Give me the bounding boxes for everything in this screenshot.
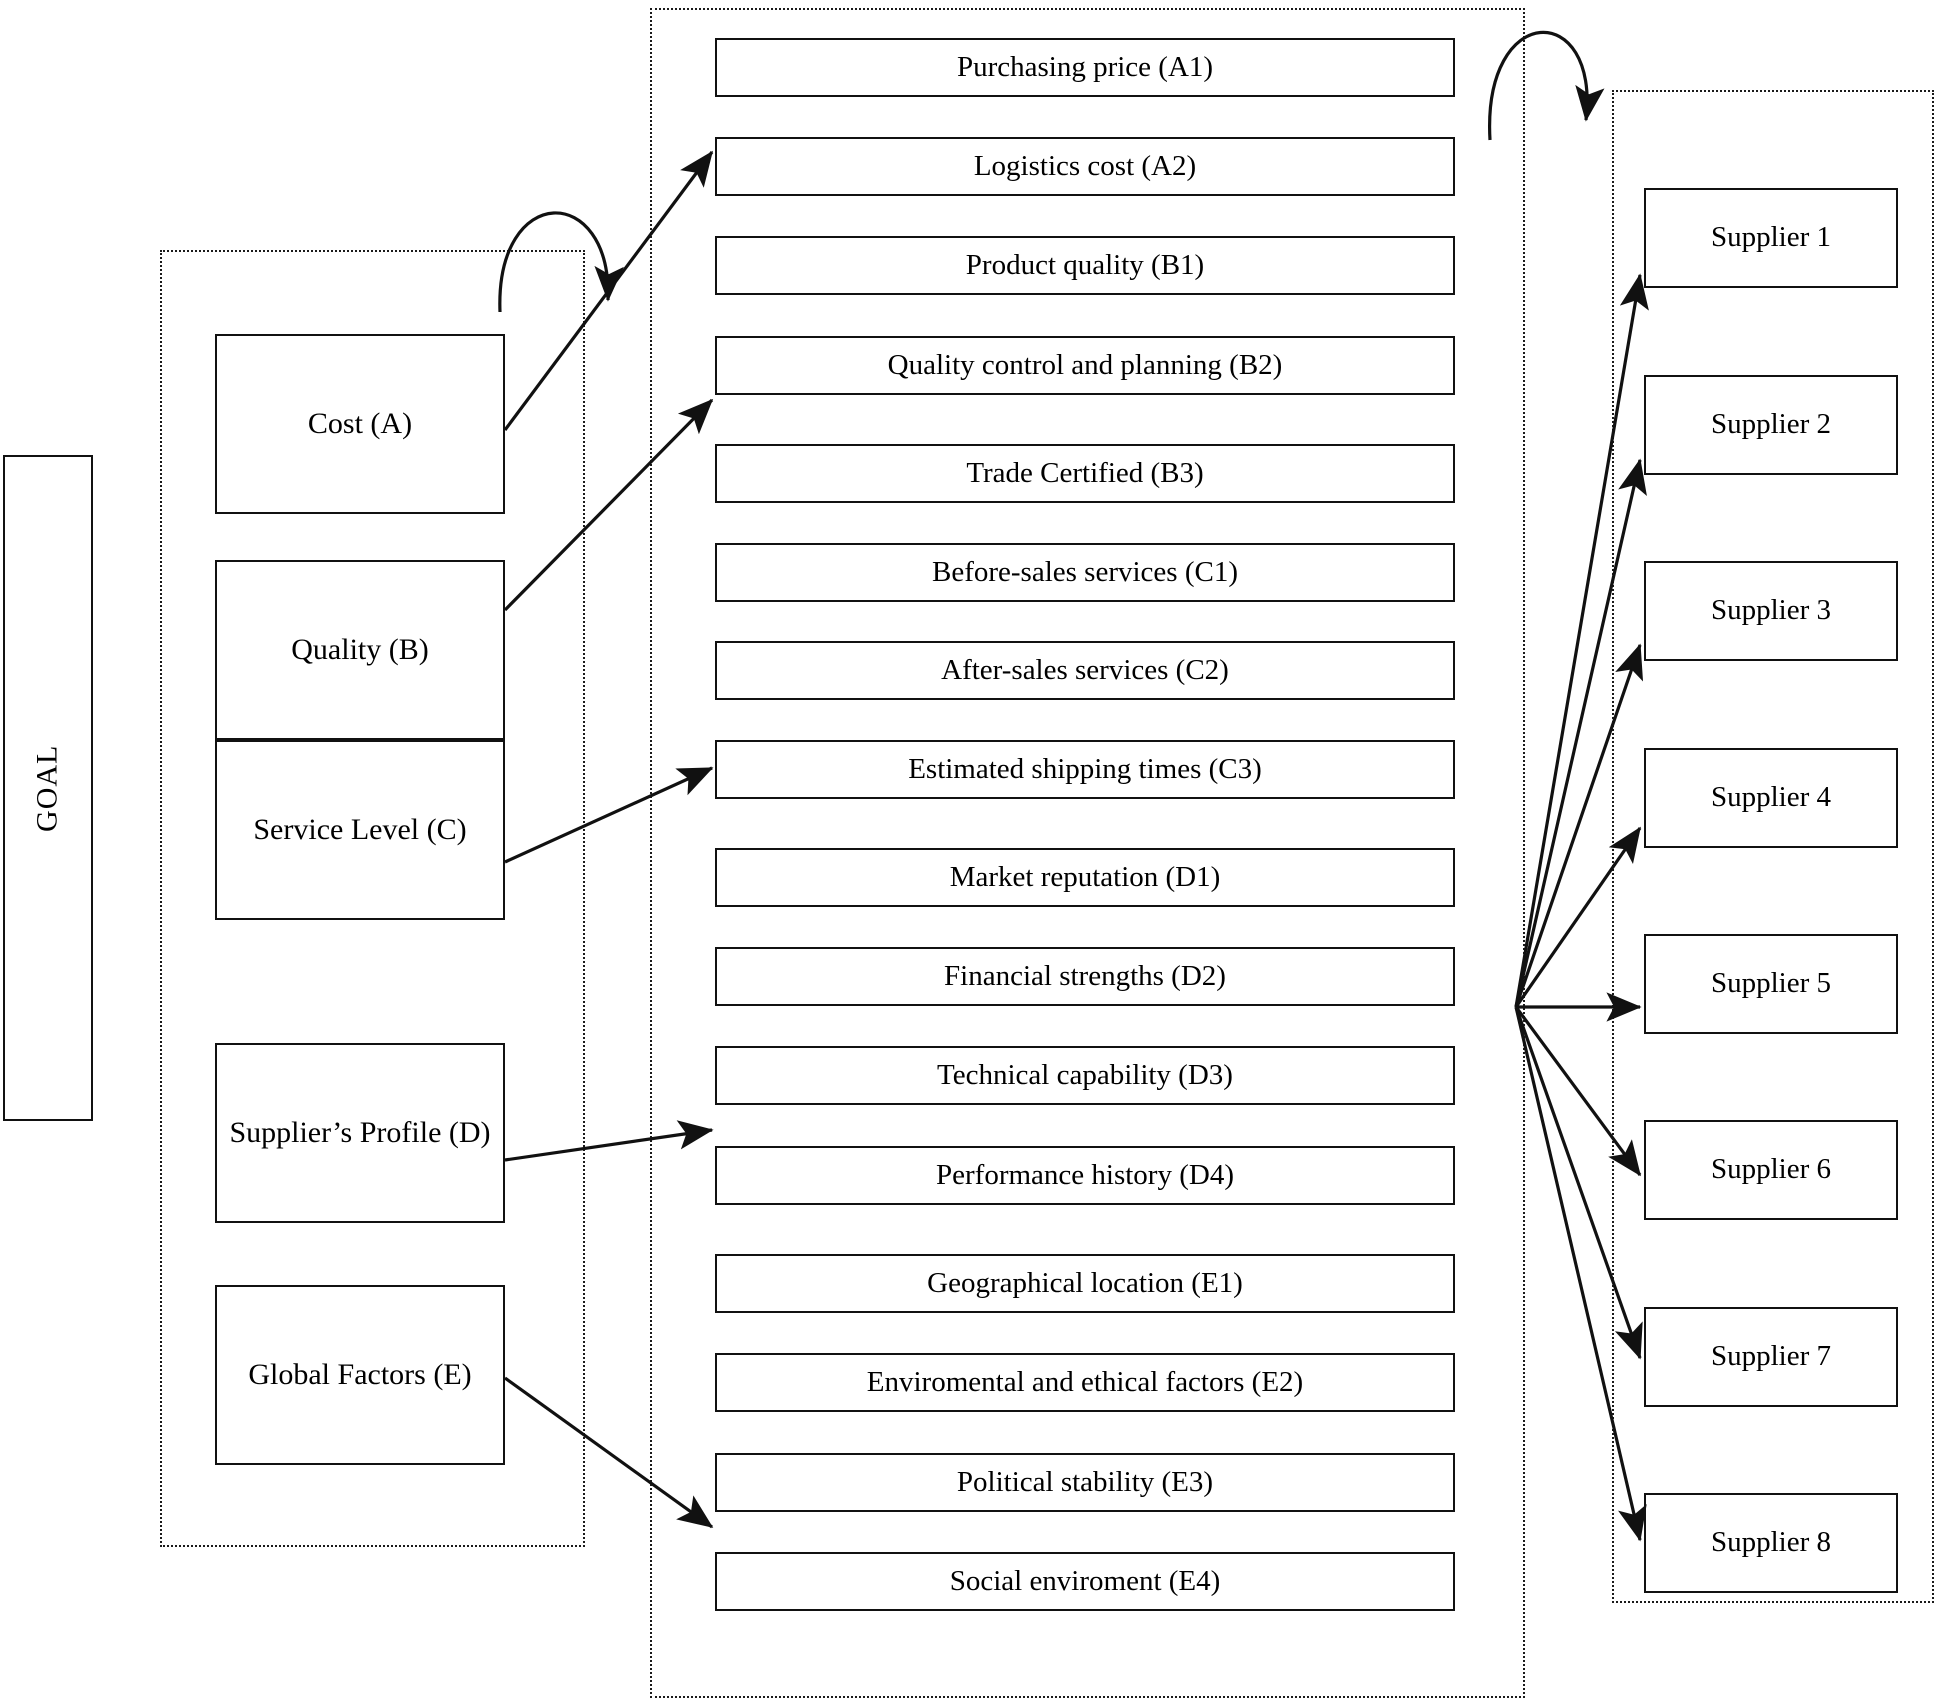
subcriterion-label: Enviromental and ethical factors (E2) <box>866 1365 1304 1398</box>
alternative-label: Supplier 6 <box>1710 1153 1832 1186</box>
alternative-node[interactable]: Supplier 8 <box>1644 1493 1898 1593</box>
subcriterion-label: Quality control and planning (B2) <box>887 348 1283 381</box>
criterion-label: Supplier’s Profile (D) <box>229 1115 491 1149</box>
subcriterion-label: Trade Certified (B3) <box>966 456 1204 489</box>
alternative-node[interactable]: Supplier 4 <box>1644 748 1898 848</box>
subcriterion-label: Purchasing price (A1) <box>956 50 1214 83</box>
criteria-cluster-frame <box>160 250 585 1547</box>
subcriterion-node[interactable]: Social enviroment (E4) <box>715 1552 1455 1611</box>
subcriterion-label: After-sales services (C2) <box>941 653 1229 686</box>
subcriterion-node[interactable]: Technical capability (D3) <box>715 1046 1455 1105</box>
subcriterion-node[interactable]: Enviromental and ethical factors (E2) <box>715 1353 1455 1412</box>
subcriterion-label: Political stability (E3) <box>956 1465 1214 1498</box>
subcriterion-node[interactable]: Logistics cost (A2) <box>715 137 1455 196</box>
subcriterion-node[interactable]: Geographical location (E1) <box>715 1254 1455 1313</box>
subcriterion-label: Technical capability (D3) <box>937 1058 1233 1091</box>
subcriterion-label: Product quality (B1) <box>965 248 1205 281</box>
criterion-label: Global Factors (E) <box>248 1357 472 1391</box>
goal-node[interactable]: GOAL <box>3 455 93 1121</box>
subcriterion-label: Social enviroment (E4) <box>949 1564 1221 1597</box>
subcriterion-node[interactable]: Trade Certified (B3) <box>715 444 1455 503</box>
subcriterion-node[interactable]: After-sales services (C2) <box>715 641 1455 700</box>
subcriterion-node[interactable]: Purchasing price (A1) <box>715 38 1455 97</box>
alternative-label: Supplier 7 <box>1710 1340 1832 1373</box>
criterion-label: Quality (B) <box>291 632 429 666</box>
subcriterion-node[interactable]: Quality control and planning (B2) <box>715 336 1455 395</box>
subcriterion-label: Performance history (D4) <box>936 1158 1234 1191</box>
alternative-label: Supplier 2 <box>1710 408 1832 441</box>
subcriterion-node[interactable]: Performance history (D4) <box>715 1146 1455 1205</box>
alternative-node[interactable]: Supplier 7 <box>1644 1307 1898 1407</box>
subcriterion-label: Before-sales services (C1) <box>932 555 1238 588</box>
subcriterion-node[interactable]: Political stability (E3) <box>715 1453 1455 1512</box>
alternative-node[interactable]: Supplier 6 <box>1644 1120 1898 1220</box>
subcriterion-label: Financial strengths (D2) <box>944 959 1226 992</box>
criterion-node-suppliers-profile[interactable]: Supplier’s Profile (D) <box>215 1043 505 1223</box>
alternative-label: Supplier 1 <box>1710 221 1832 254</box>
alternative-node[interactable]: Supplier 3 <box>1644 561 1898 661</box>
alternative-label: Supplier 5 <box>1710 967 1832 1000</box>
goal-label: GOAL <box>30 744 64 832</box>
subcriterion-label: Estimated shipping times (C3) <box>908 752 1262 785</box>
subcriterion-label: Geographical location (E1) <box>927 1266 1243 1299</box>
criterion-label: Service Level (C) <box>253 812 467 846</box>
subcriterion-node[interactable]: Financial strengths (D2) <box>715 947 1455 1006</box>
alternative-label: Supplier 8 <box>1710 1526 1832 1559</box>
subcriterion-label: Logistics cost (A2) <box>973 149 1197 182</box>
criterion-node-service-level[interactable]: Service Level (C) <box>215 740 505 920</box>
alternative-label: Supplier 4 <box>1710 781 1832 814</box>
criterion-node-global-factors[interactable]: Global Factors (E) <box>215 1285 505 1465</box>
subcriterion-node[interactable]: Market reputation (D1) <box>715 848 1455 907</box>
alternative-label: Supplier 3 <box>1710 594 1832 627</box>
criterion-label: Cost (A) <box>307 406 413 440</box>
criterion-node-quality[interactable]: Quality (B) <box>215 560 505 740</box>
alternative-node[interactable]: Supplier 2 <box>1644 375 1898 475</box>
alternative-node[interactable]: Supplier 1 <box>1644 188 1898 288</box>
alternative-node[interactable]: Supplier 5 <box>1644 934 1898 1034</box>
subcriterion-label: Market reputation (D1) <box>949 860 1221 893</box>
subcriterion-node[interactable]: Estimated shipping times (C3) <box>715 740 1455 799</box>
criterion-node-cost[interactable]: Cost (A) <box>215 334 505 514</box>
subcriterion-node[interactable]: Before-sales services (C1) <box>715 543 1455 602</box>
subcriterion-node[interactable]: Product quality (B1) <box>715 236 1455 295</box>
